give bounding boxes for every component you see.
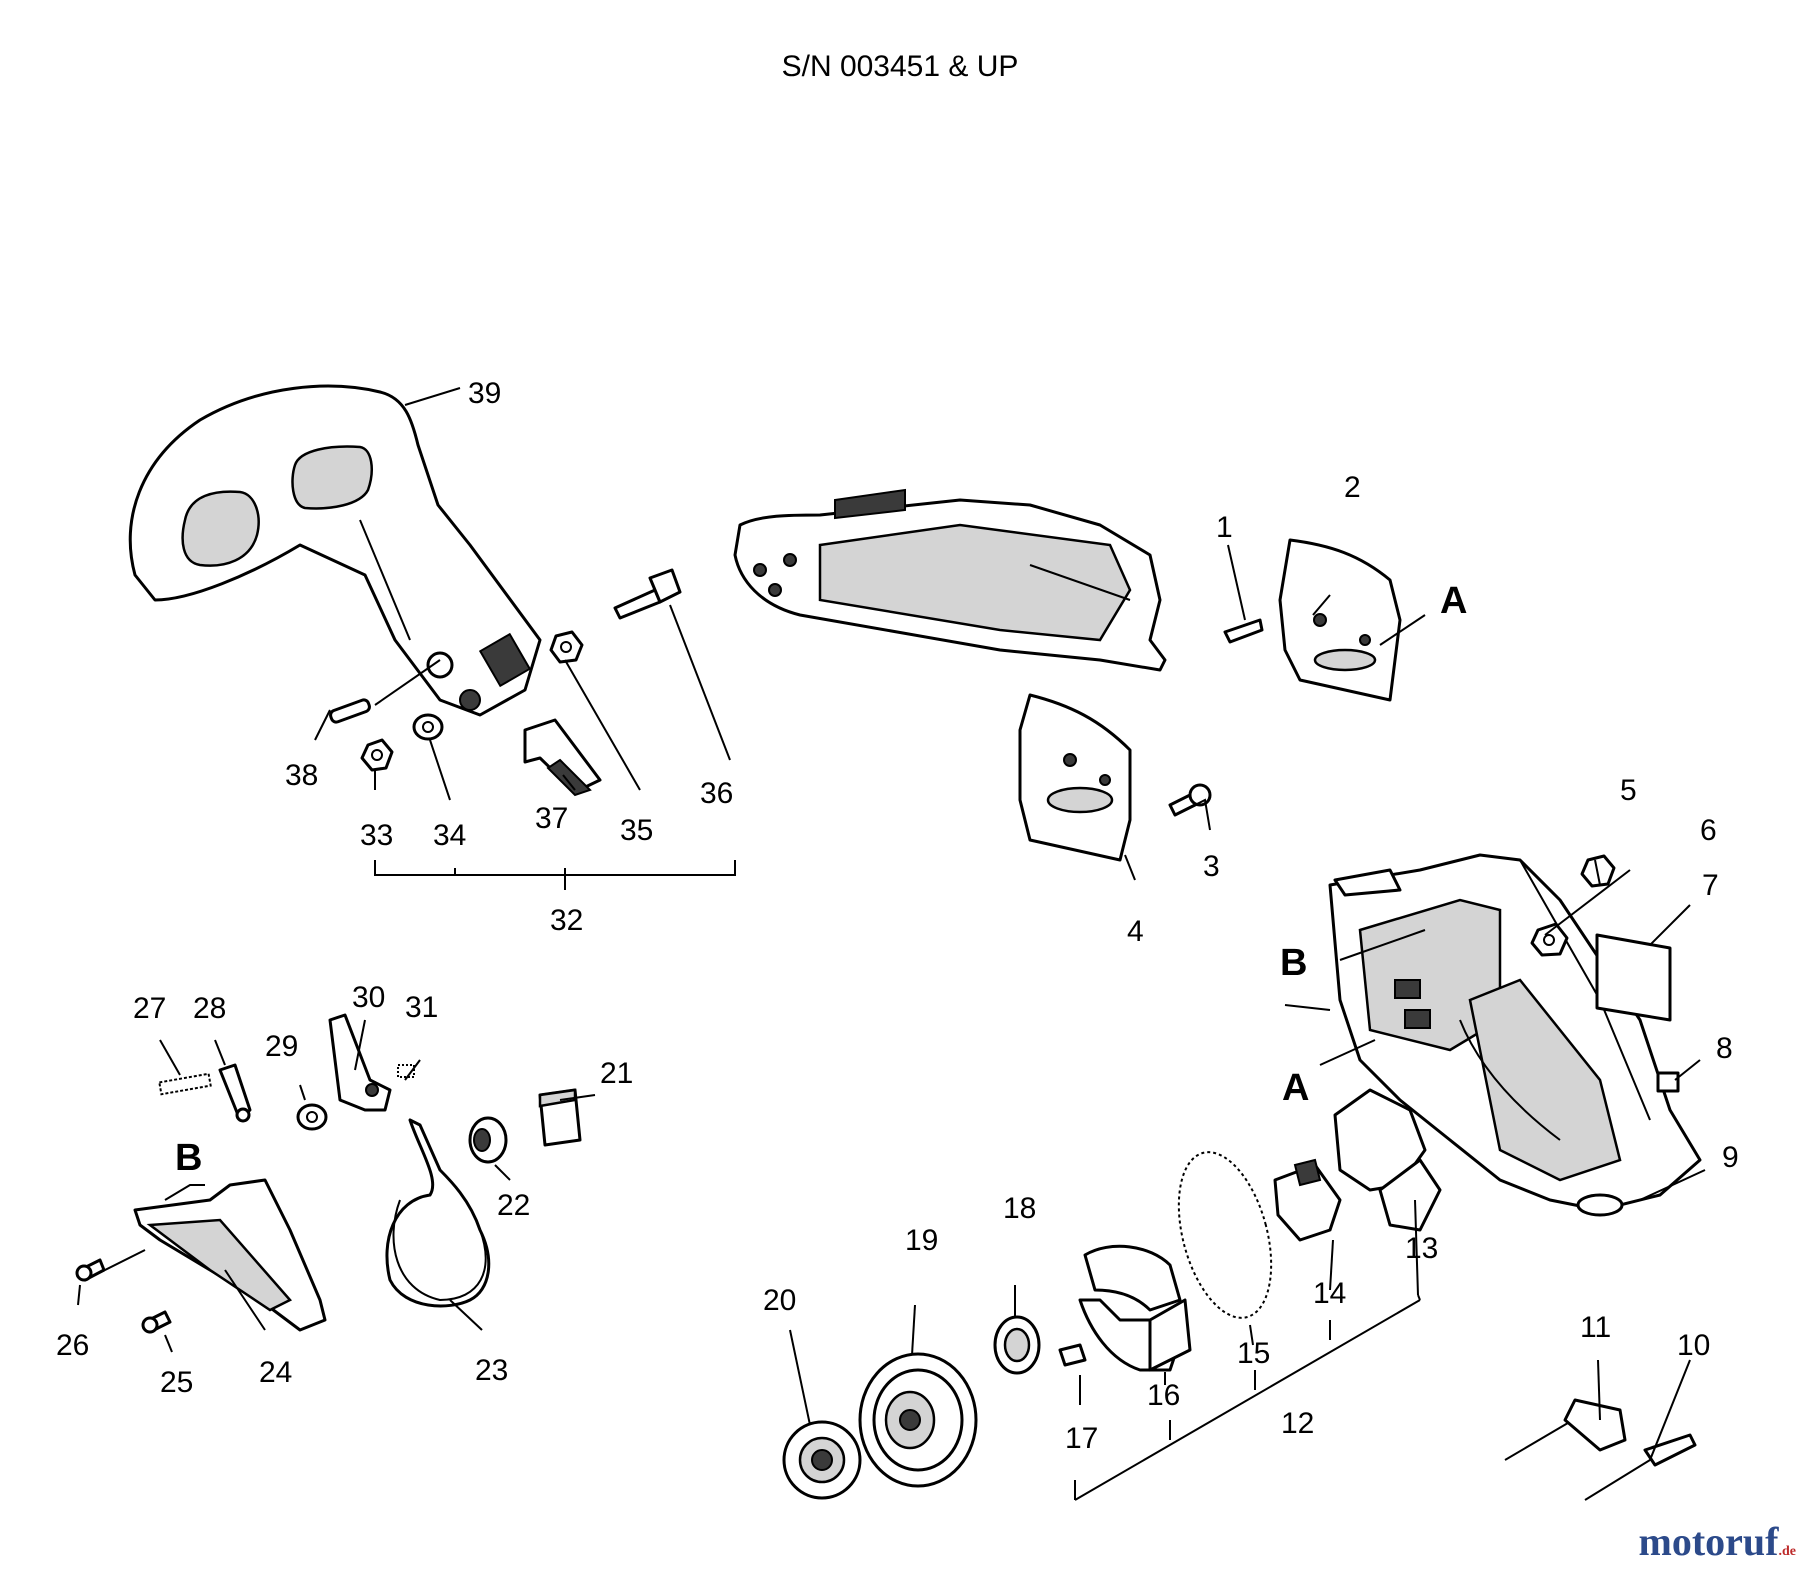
block-21 xyxy=(538,1088,582,1147)
hand-guard-39 xyxy=(128,384,542,717)
callout-32: 32 xyxy=(550,904,583,937)
brake-block-37 xyxy=(523,718,602,797)
callout-1: 1 xyxy=(1216,511,1233,544)
marker-b-brake: B xyxy=(175,1137,202,1179)
watermark-name: motoruf xyxy=(1638,1519,1779,1564)
screw-26 xyxy=(75,1258,106,1282)
screw-25 xyxy=(141,1310,172,1334)
nut-35 xyxy=(549,630,584,664)
callout-15: 15 xyxy=(1237,1337,1270,1370)
clutch-drum-19 xyxy=(858,1352,978,1488)
brake-lever-30 xyxy=(328,1013,392,1112)
side-plate-2 xyxy=(1278,538,1402,702)
washer-34 xyxy=(412,713,444,741)
side-plate-4 xyxy=(1018,693,1132,862)
callout-26: 26 xyxy=(56,1329,89,1362)
callout-8: 8 xyxy=(1716,1032,1733,1065)
callout-33: 33 xyxy=(360,819,393,852)
brake-band-23 xyxy=(385,1118,491,1308)
callout-29: 29 xyxy=(265,1030,298,1063)
bolt-36 xyxy=(613,568,682,620)
callout-3: 3 xyxy=(1203,850,1220,883)
marker-a-side-plate: A xyxy=(1440,580,1467,622)
pin-38 xyxy=(329,698,371,724)
callout-17: 17 xyxy=(1065,1422,1098,1455)
nut-6 xyxy=(1530,922,1569,957)
screw-17 xyxy=(1058,1343,1087,1367)
nut-33 xyxy=(360,738,394,772)
spring-31 xyxy=(397,1064,415,1078)
crankcase-housing xyxy=(1328,853,1702,1217)
callout-14: 14 xyxy=(1313,1277,1346,1310)
marker-a-housing: A xyxy=(1282,1067,1309,1109)
callout-21: 21 xyxy=(600,1057,633,1090)
callout-6: 6 xyxy=(1700,814,1717,847)
callout-16: 16 xyxy=(1147,1379,1180,1412)
callout-27: 27 xyxy=(133,992,166,1025)
brake-housing-24 xyxy=(133,1178,327,1332)
bar-cover xyxy=(733,488,1167,672)
screwdriver-10 xyxy=(1584,1433,1697,1501)
callout-12: 12 xyxy=(1281,1407,1314,1440)
reference-markers: A A B B xyxy=(175,580,1467,1179)
sprocket-rim-20 xyxy=(782,1420,862,1500)
callout-25: 25 xyxy=(160,1366,193,1399)
callout-39: 39 xyxy=(468,377,501,410)
collar-22 xyxy=(468,1116,508,1164)
callout-19: 19 xyxy=(905,1224,938,1257)
callout-9: 9 xyxy=(1722,1141,1739,1174)
callout-37: 37 xyxy=(535,802,568,835)
callout-22: 22 xyxy=(497,1189,530,1222)
callout-30: 30 xyxy=(352,981,385,1014)
needle-bearing-18 xyxy=(993,1315,1041,1375)
callout-23: 23 xyxy=(475,1354,508,1387)
callout-7: 7 xyxy=(1702,869,1719,902)
clutch-hub-14 xyxy=(1273,1158,1342,1242)
clutch-plate-13 xyxy=(1333,1088,1442,1232)
watermark-logo: motoruf.de xyxy=(1639,1518,1796,1565)
wrench-11 xyxy=(1504,1398,1627,1461)
callout-5: 5 xyxy=(1620,774,1637,807)
callout-35: 35 xyxy=(620,814,653,847)
spring-27 xyxy=(158,1072,212,1096)
clip-8 xyxy=(1656,1071,1680,1093)
callout-28: 28 xyxy=(193,992,226,1025)
callout-38: 38 xyxy=(285,759,318,792)
callout-13: 13 xyxy=(1405,1232,1438,1265)
callout-10: 10 xyxy=(1677,1329,1710,1362)
callout-24: 24 xyxy=(259,1356,292,1389)
marker-b-housing: B xyxy=(1280,942,1307,984)
callout-34: 34 xyxy=(433,819,466,852)
callout-labels: 1 2 3 4 5 6 7 8 9 10 11 12 13 14 15 16 1… xyxy=(56,377,1739,1455)
callout-2: 2 xyxy=(1344,471,1361,504)
bushing-29 xyxy=(296,1103,328,1131)
callout-31: 31 xyxy=(405,991,438,1024)
decal-7 xyxy=(1595,933,1672,1022)
leader-lines xyxy=(77,387,1706,1501)
screw-1 xyxy=(1223,618,1264,644)
callout-18: 18 xyxy=(1003,1192,1036,1225)
callout-20: 20 xyxy=(763,1284,796,1317)
watermark-suffix: .de xyxy=(1778,1544,1797,1559)
callout-11: 11 xyxy=(1580,1311,1611,1344)
serial-number-title: S/N 003451 & UP xyxy=(781,50,1019,83)
callout-36: 36 xyxy=(700,777,733,810)
lever-28 xyxy=(218,1063,252,1123)
clutch-shoe-16 xyxy=(1078,1244,1192,1372)
callout-4: 4 xyxy=(1127,915,1144,948)
spring-15 xyxy=(1177,1151,1273,1319)
